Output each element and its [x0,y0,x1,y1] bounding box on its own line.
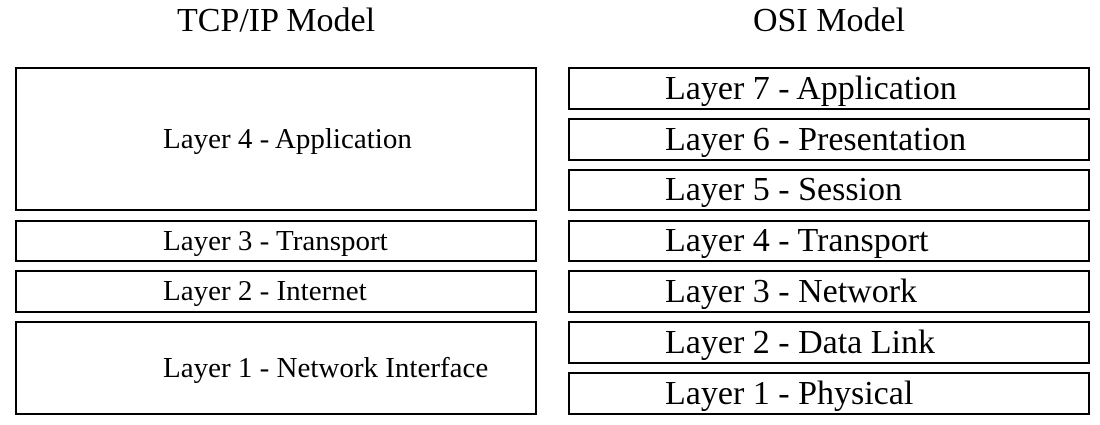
tcp-layer-application: Layer 4 - Application [15,67,537,211]
osi-layer-session: Layer 5 - Session [568,169,1090,211]
osi-layer-label: Layer 3 - Network [665,272,918,310]
tcp-layer-transport: Layer 3 - Transport [15,220,537,262]
osi-layer-label: Layer 6 - Presentation [665,120,967,158]
osi-layer-label: Layer 4 - Transport [665,222,929,259]
osi-layer-physical: Layer 1 - Physical [568,372,1090,415]
tcp-layer-internet: Layer 2 - Internet [15,270,537,313]
osi-layer-label: Layer 1 - Physical [665,374,914,412]
tcp-layer-label: Layer 3 - Transport [163,224,388,257]
osi-layer-label: Layer 5 - Session [665,171,903,208]
tcp-layer-label: Layer 2 - Internet [163,275,367,307]
osi-model-title: OSI Model [752,2,906,39]
osi-layer-label: Layer 2 - Data Link [665,323,935,361]
osi-layer-presentation: Layer 6 - Presentation [568,118,1090,161]
tcp-layer-label: Layer 1 - Network Interface [163,351,489,384]
tcp-layer-label: Layer 4 - Application [163,122,412,155]
tcp-model-title: TCP/IP Model [176,2,376,39]
osi-layer-data-link: Layer 2 - Data Link [568,321,1090,364]
osi-layer-network: Layer 3 - Network [568,270,1090,313]
osi-layer-transport: Layer 4 - Transport [568,220,1090,262]
osi-layer-application: Layer 7 - Application [568,67,1090,110]
tcp-layer-network-interface: Layer 1 - Network Interface [15,321,537,415]
osi-layer-label: Layer 7 - Application [665,69,957,107]
